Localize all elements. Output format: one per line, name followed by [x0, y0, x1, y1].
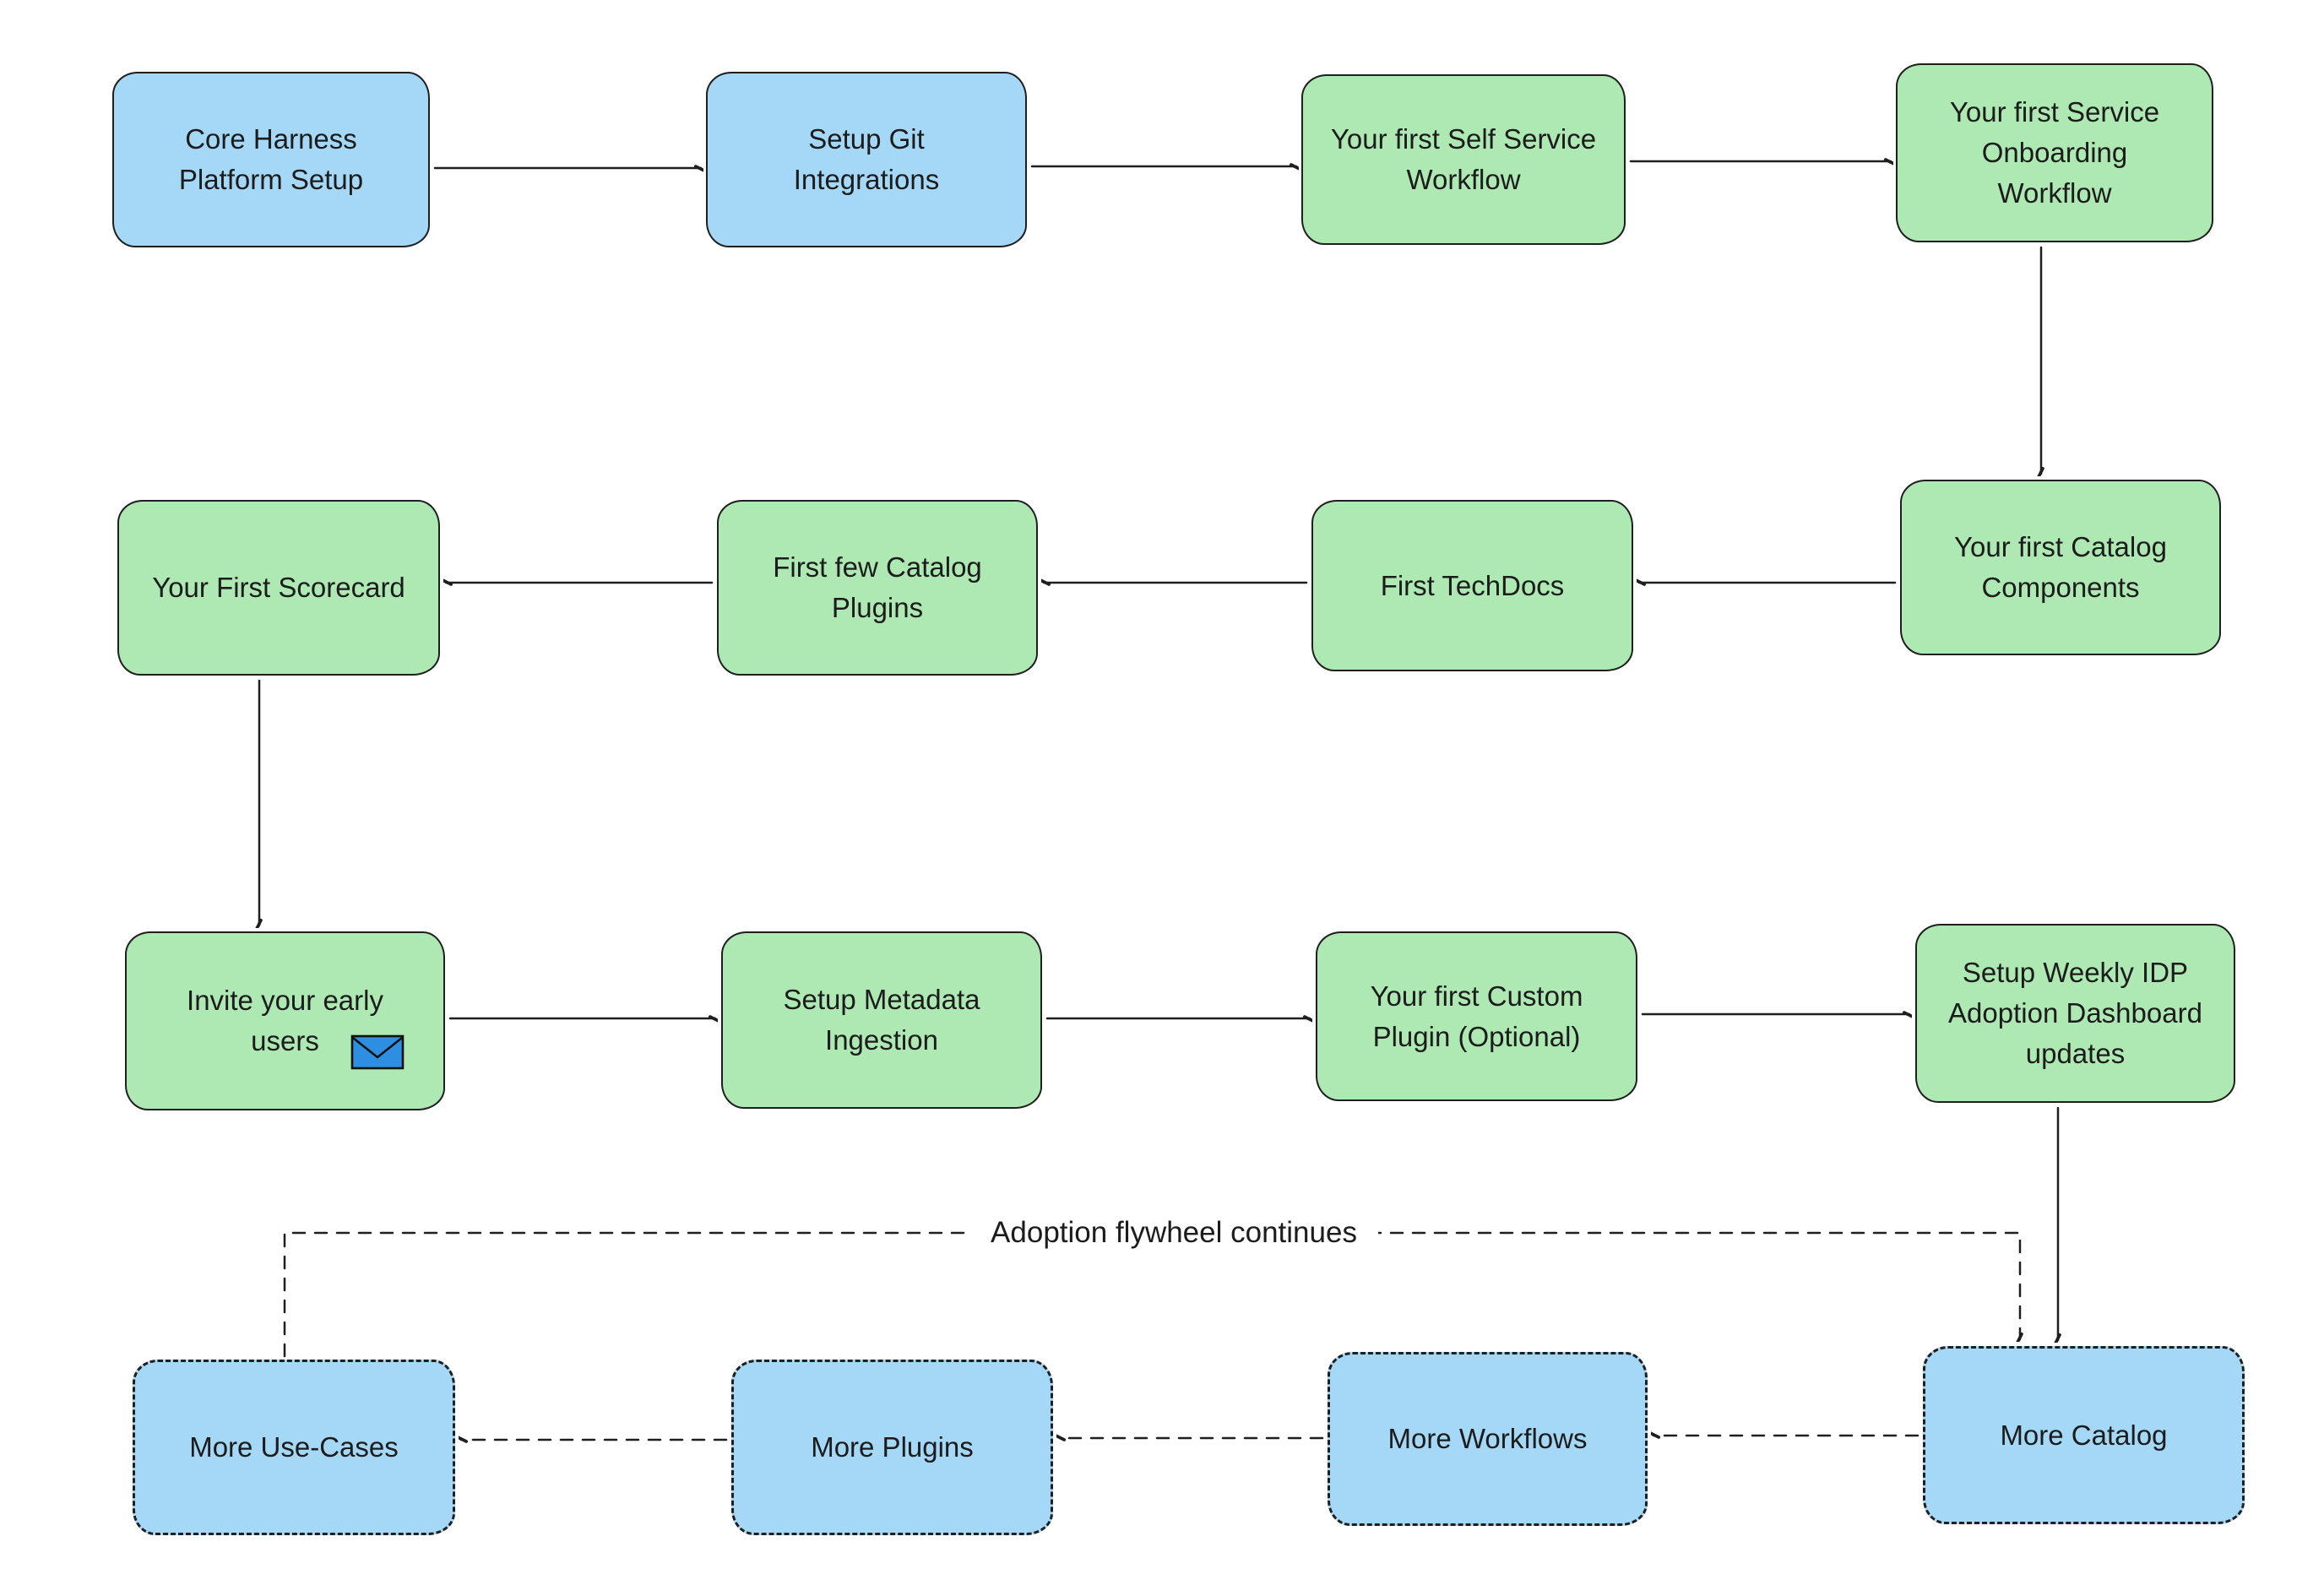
node-label: Core Harness Platform Setup: [178, 123, 364, 195]
node-label: More Workflows: [1387, 1423, 1588, 1455]
node-more-workflows[interactable]: More Workflows: [1328, 1352, 1648, 1526]
node-label: Your first Catalog Components: [1954, 531, 2167, 603]
node-label: Your first Service Onboarding Workflow: [1949, 96, 2160, 209]
node-label: First few Catalog Plugins: [773, 551, 982, 623]
node-invite-early-users[interactable]: Invite your early users: [125, 931, 445, 1110]
node-label: Setup Git Integrations: [793, 123, 940, 195]
node-setup-git-integrations[interactable]: Setup Git Integrations: [706, 72, 1027, 247]
node-more-plugins[interactable]: More Plugins: [731, 1360, 1053, 1535]
node-first-scorecard[interactable]: Your First Scorecard: [117, 500, 440, 676]
node-setup-weekly-idp-dashboard[interactable]: Setup Weekly IDP Adoption Dashboard upda…: [1915, 924, 2235, 1103]
node-core-harness-platform-setup[interactable]: Core Harness Platform Setup: [112, 72, 430, 247]
node-label: More Use-Cases: [189, 1431, 399, 1463]
node-label: Setup Weekly IDP Adoption Dashboard upda…: [1948, 957, 2202, 1069]
node-label: First TechDocs: [1380, 569, 1565, 601]
node-first-few-catalog-plugins[interactable]: First few Catalog Plugins: [717, 500, 1038, 676]
node-label: Your first Custom Plugin (Optional): [1370, 980, 1583, 1052]
node-label: More Catalog: [2000, 1419, 2168, 1451]
node-label: Invite your early users: [187, 985, 383, 1056]
node-first-self-service-workflow[interactable]: Your first Self Service Workflow: [1301, 74, 1626, 245]
node-first-custom-plugin[interactable]: Your first Custom Plugin (Optional): [1316, 931, 1637, 1101]
node-label: Your first Self Service Workflow: [1330, 123, 1597, 195]
flywheel-continues-label: Adoption flywheel continues: [969, 1211, 1378, 1255]
envelope-icon: [350, 1034, 405, 1070]
node-label: Your First Scorecard: [152, 572, 405, 604]
node-setup-metadata-ingestion[interactable]: Setup Metadata Ingestion: [721, 931, 1042, 1109]
node-first-catalog-components[interactable]: Your first Catalog Components: [1900, 480, 2221, 655]
node-first-service-onboarding-workflow[interactable]: Your first Service Onboarding Workflow: [1896, 63, 2213, 242]
node-more-use-cases[interactable]: More Use-Cases: [133, 1360, 455, 1535]
node-first-techdocs[interactable]: First TechDocs: [1311, 500, 1633, 671]
node-label: Setup Metadata Ingestion: [783, 984, 980, 1056]
node-label: More Plugins: [811, 1431, 974, 1463]
node-more-catalog[interactable]: More Catalog: [1923, 1346, 2245, 1524]
